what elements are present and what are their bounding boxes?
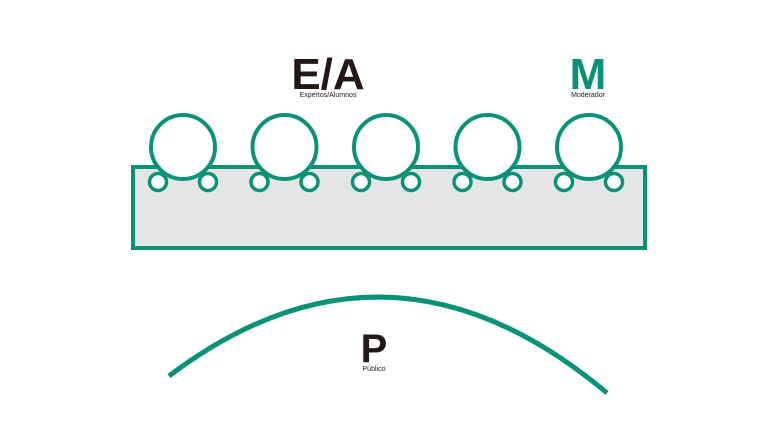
audience-arc (167, 294, 609, 395)
audience-caption: Público (362, 366, 386, 373)
seat-head-circle (149, 113, 217, 181)
seat-hand-circle (249, 171, 270, 193)
moderator-caption: Moderador (571, 92, 605, 99)
seat-head-circle (352, 113, 420, 181)
moderator-seat (553, 113, 625, 193)
participant-seat (147, 113, 219, 193)
seat-head-circle (555, 113, 623, 181)
panel-seats (147, 113, 625, 193)
seat-hand-circle (603, 171, 625, 193)
seat-hand-circle (553, 171, 575, 193)
seat-hand-circle (299, 171, 320, 193)
seat-hand-circle (400, 171, 422, 193)
experts-students-caption: Expertos/Alumnos (299, 92, 357, 99)
participant-seat (452, 113, 523, 193)
seat-hand-circle (350, 171, 372, 193)
seat-hand-circle (197, 171, 219, 193)
seat-head-circle (250, 113, 319, 181)
seat-hand-circle (502, 171, 523, 193)
participant-seat (249, 113, 320, 193)
moderator-label: M (569, 50, 607, 99)
participant-seat (350, 113, 422, 193)
seat-head-circle (453, 113, 522, 181)
seat-hand-circle (452, 171, 473, 193)
experts-students-label: E/A (291, 50, 365, 99)
audience-label: P (360, 327, 388, 371)
seat-hand-circle (147, 171, 169, 193)
